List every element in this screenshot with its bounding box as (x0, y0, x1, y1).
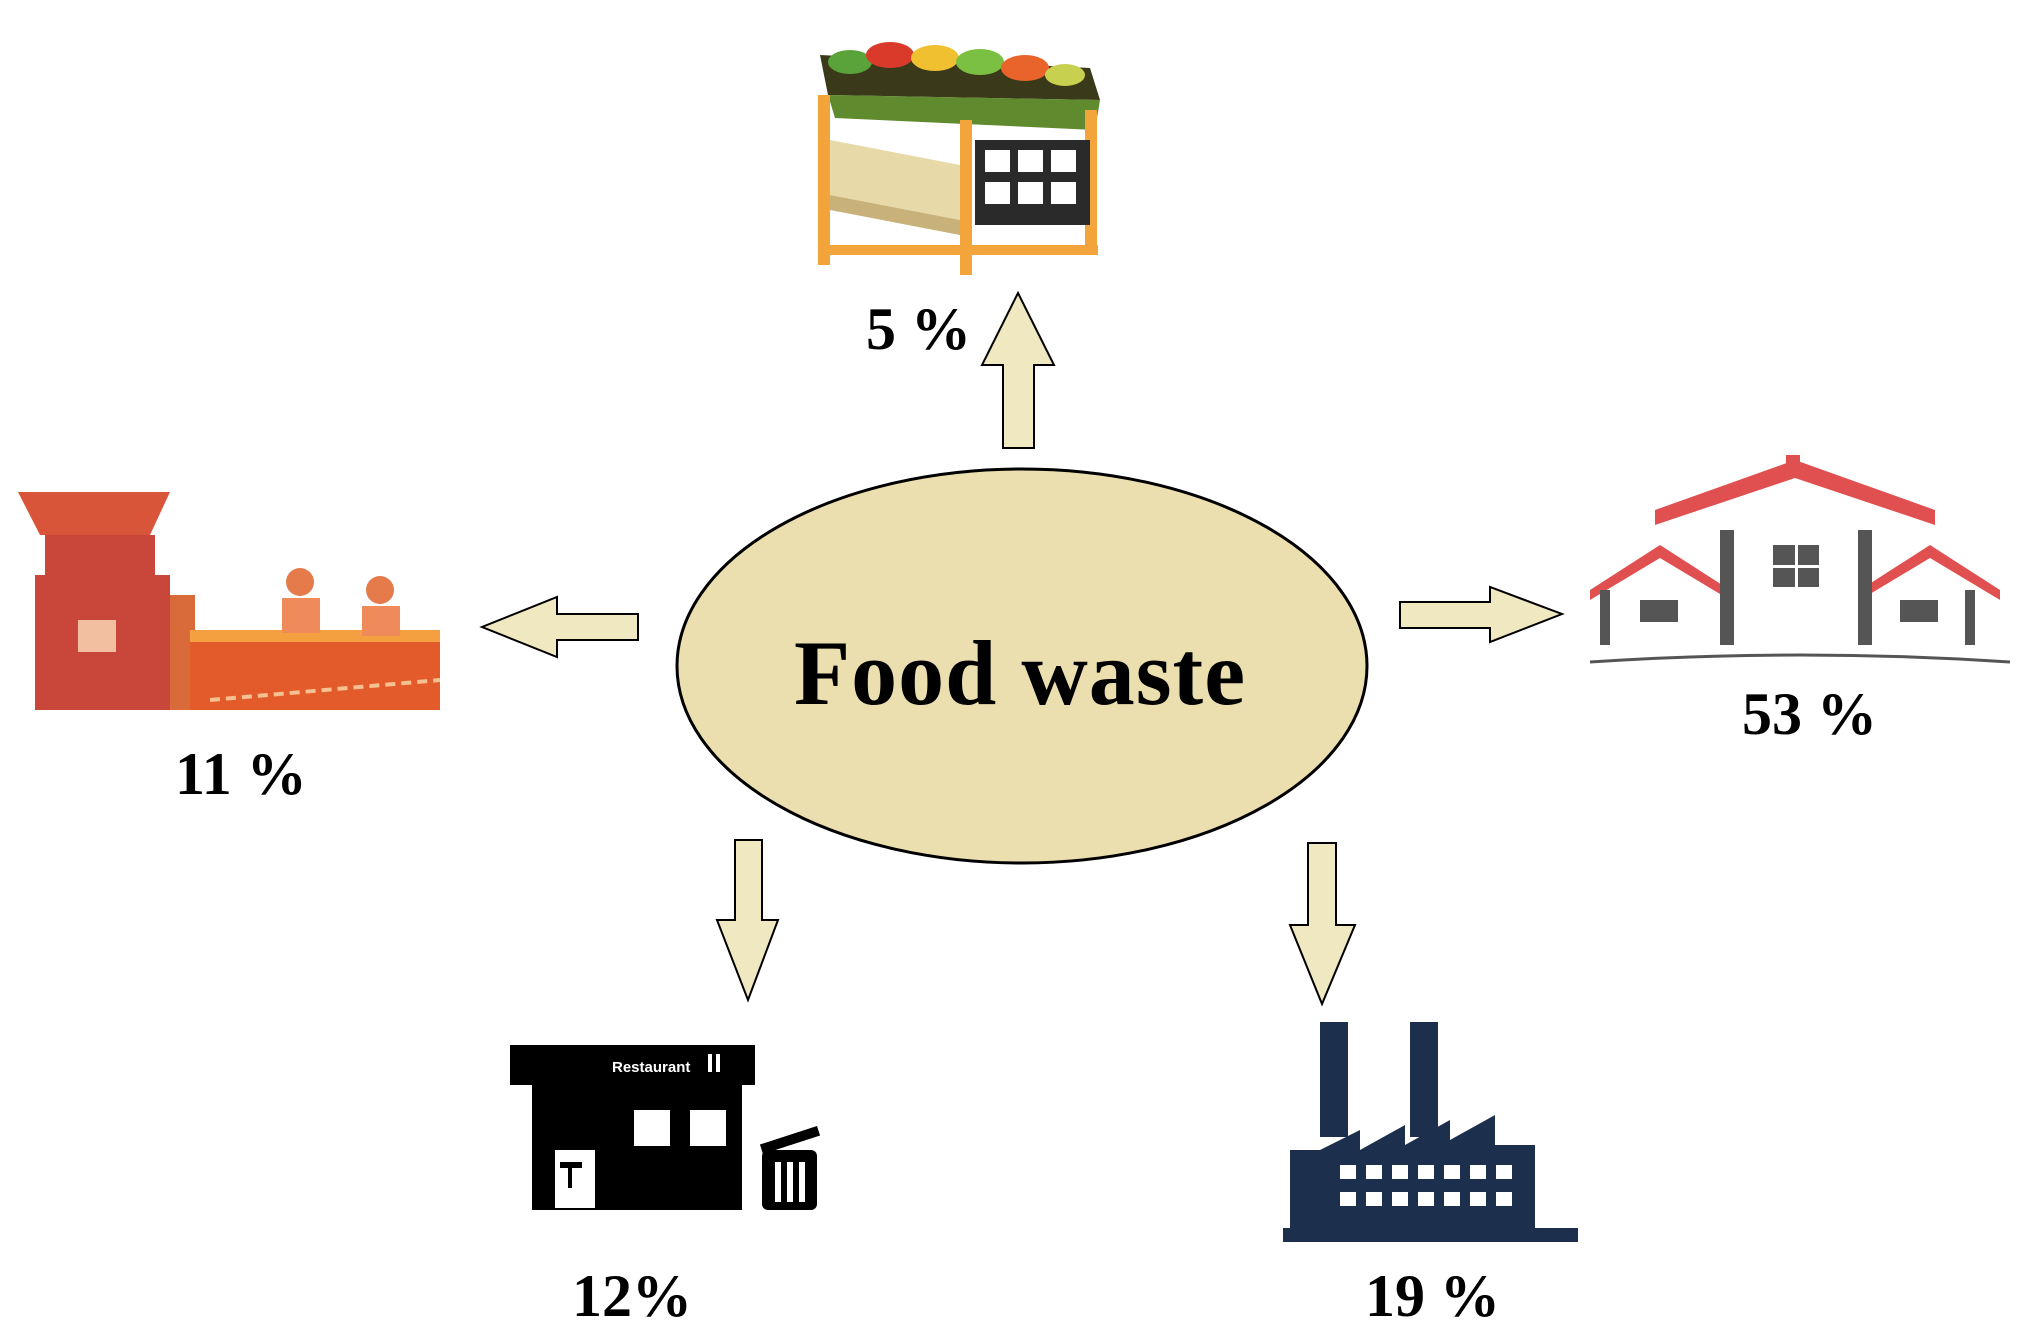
factory-icon (1283, 1022, 1578, 1242)
arrow-down-left (715, 839, 780, 1003)
restaurant-icon: Restaurant (510, 1045, 821, 1210)
restaurant-sign: Restaurant (612, 1059, 690, 1076)
houses-icon (1589, 455, 2011, 664)
center-label: Food waste (793, 622, 1247, 724)
percent-household: 53 % (1742, 681, 1877, 747)
arrow-up (980, 290, 1056, 449)
arrow-left (479, 595, 639, 659)
food-waste-ellipse (675, 467, 1369, 865)
arrow-right (1399, 585, 1565, 644)
percent-retail: 5 % (866, 296, 971, 362)
trash-can-icon (759, 1125, 821, 1210)
percent-industry: 19 % (1365, 1263, 1500, 1329)
market-stall-icon (818, 42, 1100, 275)
arrow-down-right (1288, 842, 1357, 1007)
percent-restaurant: 12% (572, 1263, 692, 1329)
percent-processing: 11 % (175, 741, 307, 807)
food-processing-icon (18, 492, 441, 710)
